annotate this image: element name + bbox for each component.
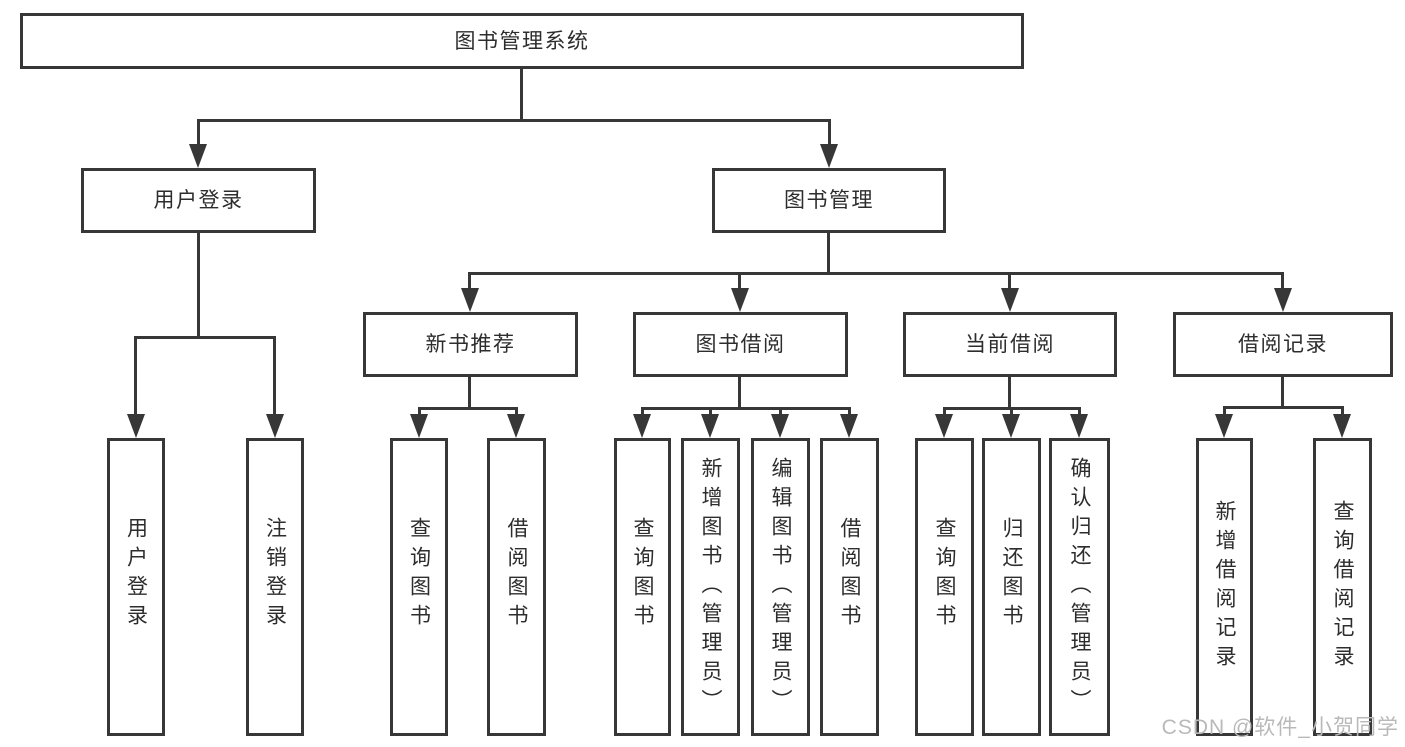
node-book-borrowing: 图书借阅 [633, 312, 848, 377]
edge-borrowing-stem [738, 377, 741, 409]
edge-bookmgmt-drop [827, 233, 830, 275]
leaf-records-query: 查询借阅记录 [1313, 438, 1372, 736]
arrow-to-nb-query [410, 414, 428, 438]
edge-cb-return-drop [1010, 407, 1013, 417]
edge-records-branch [1223, 406, 1344, 409]
arrow-to-bb-add [701, 414, 719, 438]
edge-newbooks-stem [468, 377, 471, 409]
leaf-borrow-add: 新增图书（管理员） [681, 438, 740, 736]
edge-current-drop [1008, 272, 1011, 290]
arrow-to-user-login [189, 144, 207, 168]
leaf-current-return: 归还图书 [982, 438, 1041, 736]
edge-userlogin-drop [197, 233, 200, 339]
leaf-borrow-query: 查询图书 [614, 438, 671, 736]
edge-br-query-drop [1341, 406, 1344, 417]
leaf-current-return-label: 归还图书 [1000, 517, 1023, 633]
node-new-book-recommend: 新书推荐 [363, 312, 578, 377]
edge-root-left-drop [197, 119, 200, 146]
leaf-records-query-label: 查询借阅记录 [1331, 500, 1354, 674]
leaf-records-add-label: 新增借阅记录 [1213, 500, 1236, 674]
edge-records-drop [1281, 272, 1284, 290]
arrow-to-nb-borrow [507, 414, 525, 438]
edge-current-stem [1008, 377, 1011, 409]
edge-br-add-drop [1223, 406, 1226, 417]
edge-login-drop [134, 336, 137, 416]
arrow-to-logout [266, 414, 284, 438]
arrow-to-bb-query [633, 414, 651, 438]
leaf-current-query: 查询图书 [915, 438, 974, 736]
arrow-to-login [127, 414, 145, 438]
arrow-to-borrow-records [1274, 288, 1292, 312]
edge-userlogin-branch [135, 336, 276, 339]
leaf-current-query-label: 查询图书 [933, 517, 956, 633]
arrow-to-br-add [1215, 414, 1233, 438]
edge-cb-confirm-drop [1078, 407, 1081, 417]
leaf-logout: 注销登录 [246, 438, 304, 736]
edge-bookmgmt-branch [468, 272, 1284, 275]
csdn-watermark: CSDN @软件_小贺同学 [1161, 716, 1399, 739]
edge-borrowing-branch [641, 407, 851, 410]
leaf-newbooks-query-label: 查询图书 [407, 517, 431, 633]
arrow-to-cb-confirm [1070, 414, 1088, 438]
node-borrowing-records: 借阅记录 [1173, 312, 1393, 377]
edge-nb-borrow-drop [515, 407, 518, 417]
node-book-management: 图书管理 [712, 168, 946, 233]
arrow-to-book-borrowing [731, 288, 749, 312]
leaf-user-login-label: 用户登录 [124, 517, 148, 633]
edge-records-stem [1281, 377, 1284, 408]
edge-bb-edit-drop [779, 407, 782, 417]
leaf-borrow-query-label: 查询图书 [631, 517, 654, 633]
edge-bb-borrow-drop [848, 407, 851, 417]
arrow-to-bb-borrow [840, 414, 858, 438]
edge-newbooks-drop [468, 272, 471, 290]
leaf-borrow-add-label: 新增图书（管理员） [699, 456, 722, 718]
leaf-borrow-edit: 编辑图书（管理员） [751, 438, 810, 736]
leaf-newbooks-query: 查询图书 [390, 438, 448, 736]
edge-newbooks-branch [418, 407, 518, 410]
arrow-to-new-books [461, 288, 479, 312]
edge-root-branch [197, 119, 831, 122]
edge-bb-add-drop [709, 407, 712, 417]
node-root: 图书管理系统 [20, 13, 1024, 69]
leaf-borrow-borrow-label: 借阅图书 [838, 517, 861, 633]
arrow-to-book-mgmt [820, 144, 838, 168]
arrow-to-cb-return [1002, 414, 1020, 438]
arrow-to-cb-query [935, 414, 953, 438]
edge-bb-query-drop [641, 407, 644, 417]
edge-cb-query-drop [943, 407, 946, 417]
leaf-logout-label: 注销登录 [263, 517, 287, 633]
node-user-login: 用户登录 [81, 168, 316, 233]
leaf-user-login: 用户登录 [107, 438, 165, 736]
leaf-records-add: 新增借阅记录 [1196, 438, 1253, 736]
node-current-borrowing: 当前借阅 [903, 312, 1117, 377]
leaf-borrow-borrow: 借阅图书 [820, 438, 879, 736]
leaf-current-confirm: 确认归还（管理员） [1049, 438, 1110, 736]
edge-logout-drop [273, 336, 276, 416]
edge-nb-query-drop [418, 407, 421, 417]
leaf-borrow-edit-label: 编辑图书（管理员） [769, 456, 792, 718]
arrow-to-br-query [1333, 414, 1351, 438]
leaf-newbooks-borrow-label: 借阅图书 [505, 517, 528, 633]
edge-borrow-drop [738, 272, 741, 290]
edge-root-right-drop [828, 119, 831, 146]
arrow-to-current-borrow [1001, 288, 1019, 312]
leaf-newbooks-borrow: 借阅图书 [487, 438, 546, 736]
leaf-current-confirm-label: 确认归还（管理员） [1068, 456, 1091, 718]
edge-root-drop [520, 69, 523, 120]
arrow-to-bb-edit [771, 414, 789, 438]
